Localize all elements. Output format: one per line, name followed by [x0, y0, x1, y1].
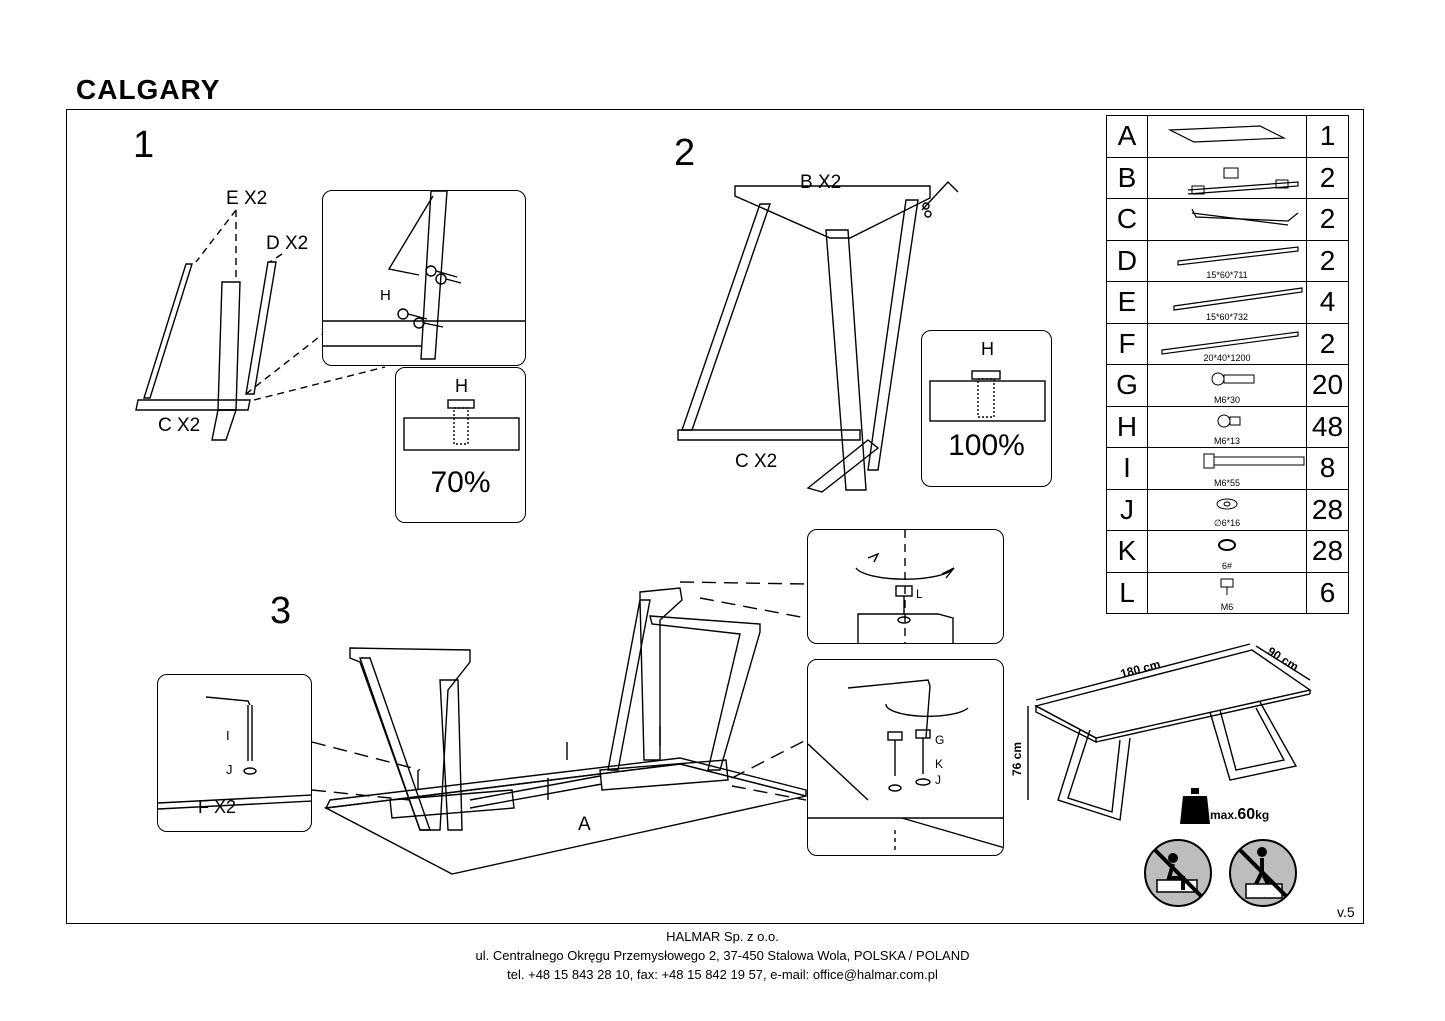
- max-load-unit: kg: [1255, 808, 1270, 822]
- step-3-label-k: K: [935, 757, 944, 771]
- instruction-frame: [66, 109, 1364, 924]
- part-quantity: 1: [1306, 115, 1349, 158]
- max-load-prefix: max.: [1210, 808, 1238, 822]
- dimension-height: 76 cm: [1010, 741, 1025, 777]
- part-letter: B: [1106, 156, 1148, 199]
- step-1-number: 1: [133, 124, 155, 166]
- part-quantity: 28: [1306, 530, 1349, 573]
- part-dimensions: 15*60*732: [1205, 311, 1249, 322]
- version-label: v.5: [1337, 904, 1355, 920]
- part-quantity: 8: [1306, 447, 1349, 490]
- step-1-torque: 70%: [430, 466, 491, 499]
- step-3-label-j: J: [226, 762, 233, 777]
- part-dimensions: 15*60*711: [1206, 270, 1248, 280]
- step-3-label-i: I: [226, 728, 230, 743]
- part-letter: L: [1106, 571, 1148, 614]
- part-quantity: 28: [1306, 488, 1349, 531]
- document-title: CALGARY: [76, 74, 221, 105]
- part-letter: H: [1106, 405, 1148, 448]
- step-1-label-c: C X2: [158, 415, 201, 436]
- part-dimensions: M6*30: [1213, 394, 1240, 405]
- step-2-torque: 100%: [948, 429, 1025, 462]
- part-letter: E: [1106, 281, 1148, 324]
- step-3-detail-leveler: L: [807, 529, 1004, 644]
- part-illustration: M6*30: [1147, 364, 1307, 407]
- step-3-detail-leg-bolts: G K J: [807, 659, 1004, 856]
- step-3-label-l: L: [916, 587, 923, 601]
- part-illustration: M6: [1147, 571, 1307, 614]
- step-3-label-g: G: [935, 733, 945, 747]
- step-3-number: 3: [270, 590, 292, 632]
- step-2-number: 2: [674, 132, 696, 174]
- step-3-label-j2: J: [935, 773, 941, 787]
- part-dimensions: 6#: [1221, 560, 1232, 571]
- part-dimensions: M6*55: [1213, 477, 1240, 488]
- part-quantity: 6: [1306, 571, 1349, 614]
- step-2-detail-h: H: [981, 339, 994, 359]
- part-dimensions: 20*40*1200: [1203, 353, 1251, 363]
- step-1-label-h: H: [380, 287, 391, 304]
- step-2-label-b: B X2: [800, 172, 842, 193]
- step-1-label-e: E X2: [226, 188, 268, 209]
- no-standing-icon: [1229, 839, 1297, 907]
- part-quantity: 2: [1306, 239, 1349, 282]
- footer-address: ul. Centralnego Okręgu Przemysłowego 2, …: [475, 948, 970, 963]
- step-1-label-d: D X2: [266, 233, 309, 254]
- part-illustration: M6*55: [1147, 447, 1307, 490]
- max-load-value: 60: [1237, 806, 1256, 823]
- part-quantity: 2: [1306, 322, 1349, 365]
- part-letter: C: [1106, 198, 1148, 241]
- step-1-detail-bolts: H: [322, 190, 526, 366]
- step-2-label-c: C X2: [735, 451, 778, 472]
- part-illustration: 15*60*732: [1147, 281, 1307, 324]
- part-letter: I: [1106, 447, 1148, 490]
- step-1-torque-box: H 70%: [395, 367, 526, 523]
- part-quantity: 48: [1306, 405, 1349, 448]
- part-dimensions: ∅6*16: [1213, 518, 1241, 528]
- part-quantity: 20: [1306, 364, 1349, 407]
- step-3-label-f: F X2: [198, 797, 237, 817]
- parts-row: L M6 6: [1106, 571, 1349, 614]
- footer-contact: tel. +48 15 843 28 10, fax: +48 15 842 1…: [507, 967, 938, 982]
- parts-row: I M6*55 8: [1106, 447, 1349, 490]
- part-illustration: [1147, 156, 1307, 199]
- step-3-detail-rail: I J F X2: [157, 674, 312, 832]
- step-3-label-a: A: [578, 814, 591, 835]
- step-1-detail-h: H: [455, 376, 468, 396]
- part-dimensions: M6*13: [1213, 436, 1240, 446]
- max-load: max.60kg: [1210, 806, 1269, 824]
- footer-company: HALMAR Sp. z o.o.: [666, 929, 779, 944]
- part-quantity: 2: [1306, 198, 1349, 241]
- step-2-torque-box: H 100%: [921, 330, 1052, 487]
- weight-icon: [1180, 788, 1210, 824]
- no-sitting-icon: [1144, 839, 1212, 907]
- part-letter: K: [1106, 530, 1148, 573]
- part-dimensions: M6: [1220, 602, 1234, 612]
- part-illustration: 15*60*711: [1147, 239, 1307, 282]
